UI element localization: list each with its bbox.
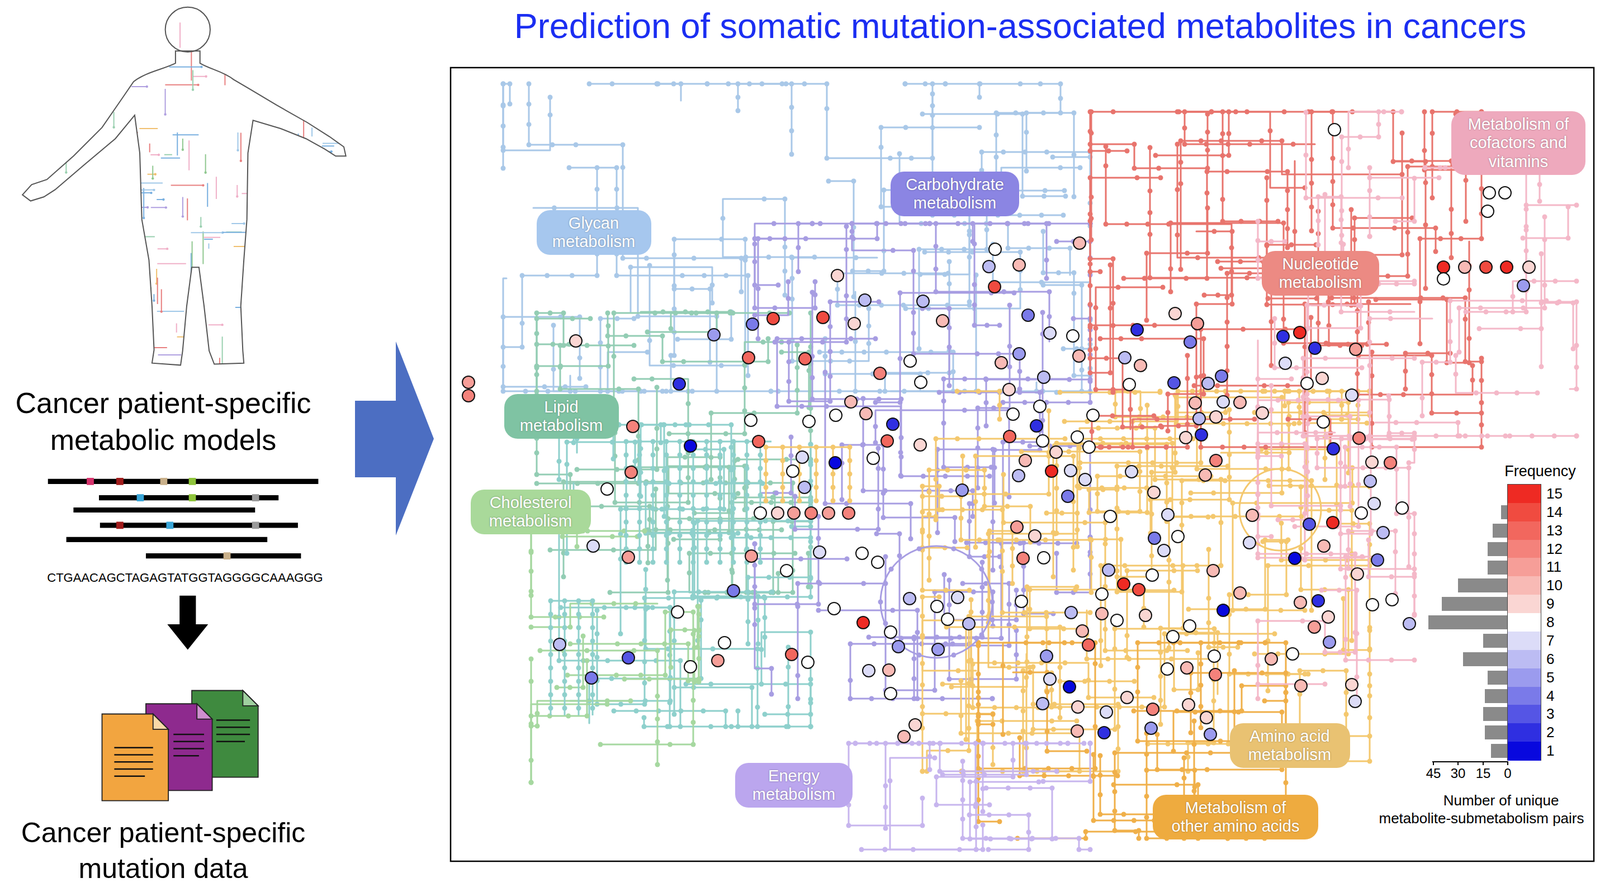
page-stage: Prediction of somatic mutation-associate… [0, 0, 1600, 892]
